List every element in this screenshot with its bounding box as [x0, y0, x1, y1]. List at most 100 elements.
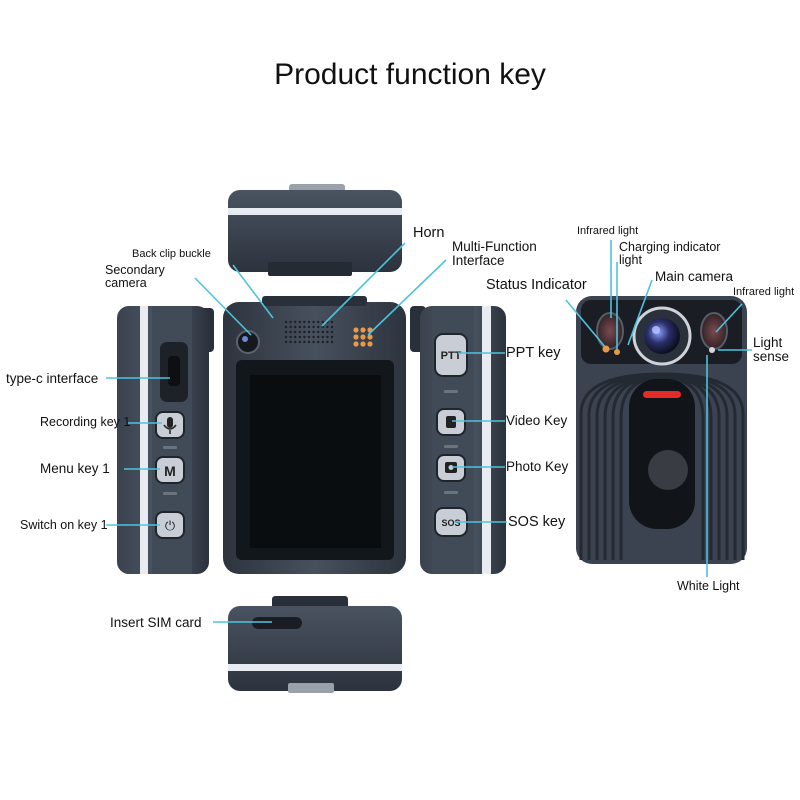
horn-hole — [298, 335, 301, 339]
horn-hole — [307, 340, 311, 344]
label-main-camera: Main camera — [655, 269, 734, 284]
horn-hole — [321, 320, 324, 324]
contact-pin — [353, 327, 359, 333]
label-infrared-light-top: Infrared light — [577, 225, 639, 237]
horn-hole — [312, 330, 315, 334]
left-stripe — [140, 306, 148, 574]
main-camera-glint — [652, 326, 660, 334]
top-clip-base — [268, 262, 352, 276]
top-view — [228, 184, 402, 276]
secondary-camera-glint — [242, 336, 248, 342]
leader-horn — [321, 242, 406, 327]
label-horn: Horn — [413, 225, 445, 241]
bottom-stripe — [228, 664, 402, 671]
label-charging-indicator-light: Charging indicator light — [619, 240, 721, 268]
horn-hole — [321, 340, 324, 344]
contact-pin — [360, 327, 366, 333]
horn-hole — [326, 340, 329, 344]
horn-hole — [317, 335, 320, 339]
contact-pin — [360, 341, 366, 347]
contact-pin — [353, 341, 359, 347]
horn-hole — [289, 325, 292, 329]
label-multi-function-interface: Multi-Function Interface — [452, 239, 537, 269]
horn-hole — [317, 325, 320, 329]
multi-function-pins — [353, 327, 373, 347]
top-stripe — [228, 208, 402, 215]
menu-key-glyph: M — [164, 463, 176, 479]
sos-key-glyph: SOS — [441, 518, 460, 528]
horn-hole — [284, 320, 288, 324]
left-side-view: M ⏻ — [117, 306, 214, 574]
ppt-key-glyph: PTT — [441, 350, 462, 362]
horn-hole — [298, 340, 301, 344]
leader-main-camera — [627, 279, 653, 346]
light-sense-dot — [709, 347, 715, 353]
horn-hole — [289, 330, 292, 334]
horn-hole — [317, 330, 320, 334]
horn-hole — [330, 325, 334, 329]
left-divider-1 — [163, 446, 177, 449]
right-stripe — [482, 306, 491, 574]
right-divider-3 — [444, 491, 458, 494]
infrared-light-right — [700, 312, 728, 350]
horn-hole — [294, 330, 297, 334]
horn-hole — [284, 340, 288, 344]
ppt-key[interactable] — [434, 333, 468, 377]
front-screen-view — [223, 296, 406, 574]
label-infrared-light-right: Infrared light — [733, 286, 795, 298]
secondary-camera-lens — [236, 330, 260, 354]
display-screen — [250, 375, 381, 548]
horn-hole — [317, 340, 320, 344]
bottom-view — [228, 596, 402, 693]
right-divider-2 — [444, 445, 458, 448]
horn-hole — [303, 335, 306, 339]
leader-back-clip — [232, 264, 274, 319]
label-switch-on-key: Switch on key 1 — [20, 518, 108, 532]
horn-hole — [321, 330, 324, 334]
horn-hole — [312, 325, 315, 329]
label-recording-key: Recording key 1 — [40, 415, 131, 429]
horn-hole — [303, 325, 306, 329]
label-white-light: White Light — [677, 579, 740, 593]
grip-arch — [579, 372, 745, 560]
type-c-port — [168, 356, 180, 386]
horn-hole — [326, 325, 329, 329]
charging-indicator-dot — [614, 349, 620, 355]
contact-pin — [360, 334, 366, 340]
back-grip-arches — [579, 372, 745, 560]
label-back-clip-buckle: Back clip buckle — [132, 248, 211, 260]
front-top-clip — [262, 296, 367, 306]
horn-hole — [303, 320, 306, 324]
page-title: Product function key — [274, 58, 546, 91]
label-video-key: Video Key — [506, 413, 568, 428]
horn-hole — [330, 320, 334, 324]
horn-hole — [303, 340, 306, 344]
label-ppt-key: PPT key — [506, 345, 561, 361]
horn-hole — [321, 325, 324, 329]
contact-pin — [367, 341, 373, 347]
horn-hole — [326, 330, 329, 334]
microphone-icon — [163, 417, 177, 434]
horn-hole — [321, 335, 324, 339]
horn-hole — [298, 330, 301, 334]
label-light-sense: Light sense — [753, 335, 790, 365]
back-camera-view — [576, 296, 747, 564]
leader-status-indicator — [565, 299, 607, 349]
infrared-light-left — [596, 312, 624, 350]
horn-hole — [307, 335, 311, 339]
horn-hole — [303, 330, 306, 334]
menu-key[interactable] — [155, 456, 185, 484]
horn-hole — [289, 335, 292, 339]
horn-hole — [294, 335, 297, 339]
horn-hole — [312, 320, 315, 324]
video-icon — [446, 416, 456, 428]
horn-hole — [298, 320, 301, 324]
bottom-clip-tab — [288, 683, 334, 693]
horn-hole — [326, 335, 329, 339]
contact-pin — [353, 334, 359, 340]
leader-secondary-camera — [194, 277, 252, 336]
horn-hole — [284, 335, 288, 339]
sim-card-slot[interactable] — [252, 617, 302, 629]
